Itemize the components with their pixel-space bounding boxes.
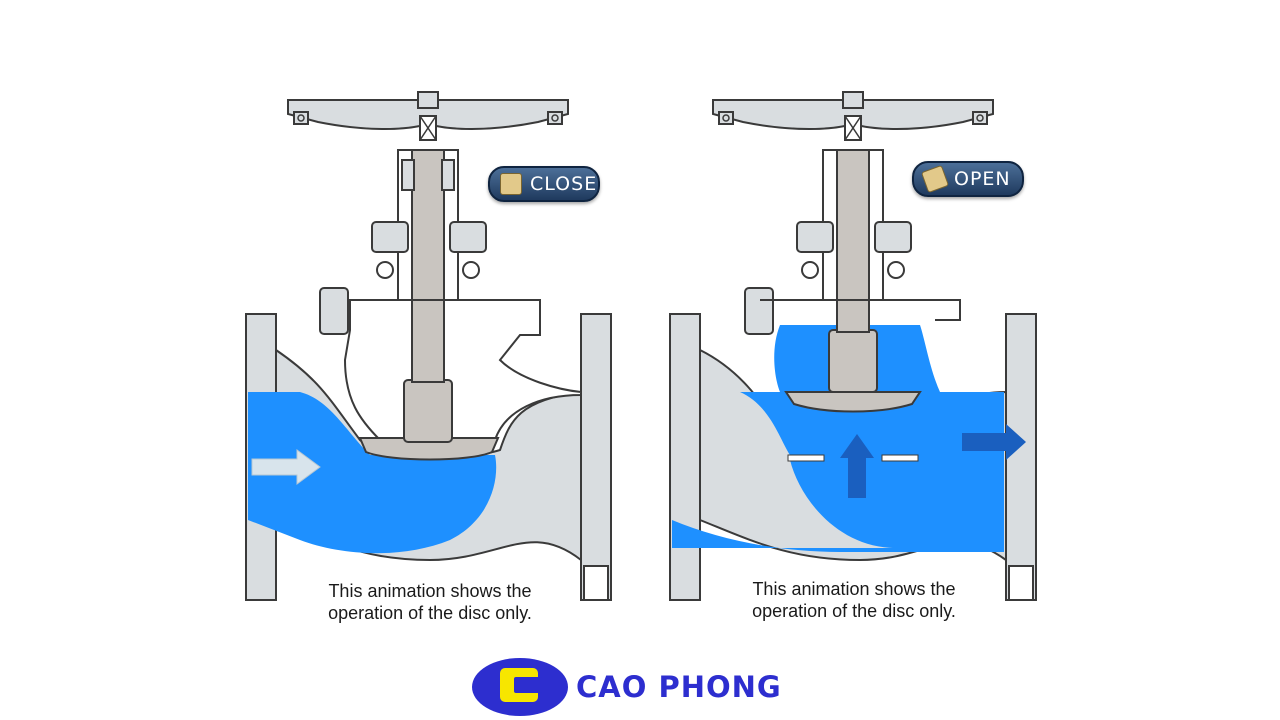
close-state-icon (500, 173, 522, 195)
caption-line: This animation shows the (328, 581, 532, 601)
flow-arrow-icon (962, 424, 1026, 460)
inlet-flange (669, 313, 701, 601)
valve-stem (411, 149, 445, 383)
outlet-flange (1005, 313, 1037, 601)
open-badge-label: OPEN (954, 168, 1011, 190)
open-valve (669, 91, 1037, 601)
caption-line: This animation shows the (752, 579, 956, 599)
close-badge-label: CLOSE (530, 173, 598, 195)
water-inlet (248, 392, 497, 554)
water-flow (672, 325, 1004, 549)
flow-arrow-icon (251, 449, 321, 485)
brand-name: CAO PHONG (576, 670, 782, 704)
open-caption: This animation shows the operation of th… (704, 578, 1004, 622)
closed-valve (245, 91, 612, 601)
open-state-icon (920, 164, 950, 194)
brand-logo: CAO PHONG (472, 656, 812, 716)
closed-caption: This animation shows the operation of th… (280, 580, 580, 624)
valve-stem (836, 149, 870, 333)
flow-arrow-icon (840, 434, 874, 498)
caption-line: operation of the disc only. (752, 601, 956, 621)
outlet-flange (580, 313, 612, 601)
valve-disc (784, 391, 922, 413)
valve-disc (358, 437, 500, 461)
caption-line: operation of the disc only. (328, 603, 532, 623)
open-badge: OPEN (912, 161, 1024, 197)
close-badge: CLOSE (488, 166, 600, 202)
